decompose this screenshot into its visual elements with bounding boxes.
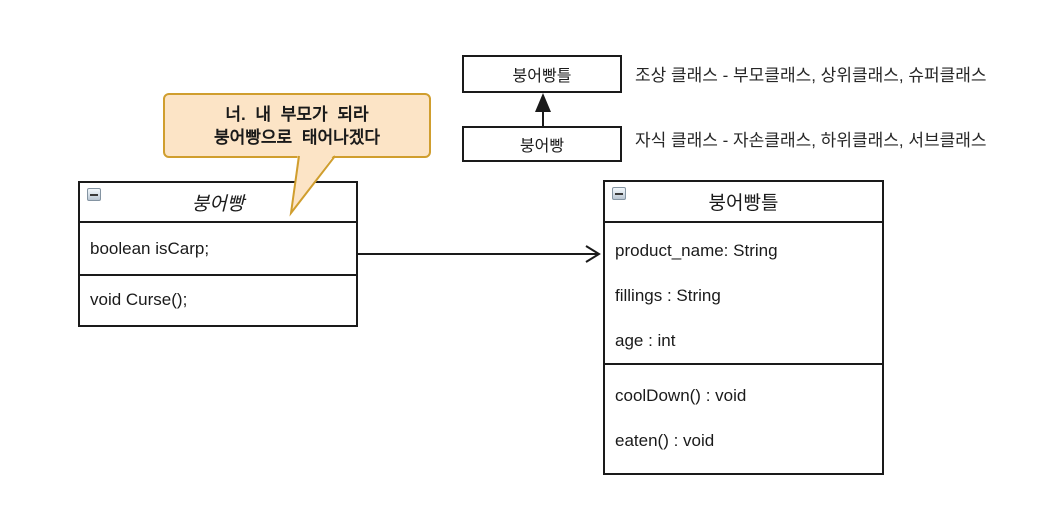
parent-class-title: 붕어빵틀	[708, 193, 779, 214]
child-class-methods: void Curse();	[80, 276, 356, 323]
ancestor-note: 조상 클래스 - 부모클래스, 상위클래스, 슈퍼클래스	[635, 66, 987, 85]
method-item: eaten() : void	[615, 431, 715, 450]
method-item: void Curse();	[90, 289, 188, 309]
collapse-icon[interactable]	[612, 187, 626, 200]
ancestor-mini-box-label: 붕어빵틀	[512, 68, 572, 85]
attribute-item: age : int	[615, 331, 676, 350]
collapse-icon[interactable]	[87, 188, 101, 201]
attribute-item: boolean isCarp;	[90, 238, 210, 258]
speech-bubble-line1: 너. 내 부모가 되라	[225, 104, 369, 124]
child-mini-box-label: 붕어빵	[519, 138, 565, 155]
speech-bubble-line2: 붕어빵으로 태어나겠다	[213, 127, 381, 147]
parent-class-attributes: product_name: String fillings : String a…	[605, 223, 882, 365]
attribute-item: product_name: String	[615, 241, 778, 260]
child-class-title-row: 붕어빵	[80, 183, 356, 223]
child-class-attributes: boolean isCarp;	[80, 223, 356, 276]
child-class-box: 붕어빵 boolean isCarp; void Curse();	[78, 181, 358, 327]
parent-class-methods: coolDown() : void eaten() : void	[605, 365, 882, 471]
ancestor-mini-box: 붕어빵틀	[462, 55, 622, 93]
minus-icon	[90, 193, 98, 196]
child-class-title: 붕어빵	[191, 193, 245, 215]
child-mini-box: 붕어빵	[462, 126, 622, 162]
speech-bubble: 너. 내 부모가 되라 붕어빵으로 태어나겠다	[163, 93, 431, 158]
minus-icon	[615, 192, 623, 195]
association-arrow	[358, 245, 601, 263]
inheritance-arrow	[535, 93, 551, 126]
parent-class-title-row: 붕어빵틀	[605, 182, 882, 223]
method-item: coolDown() : void	[615, 386, 747, 405]
attribute-item: fillings : String	[615, 286, 721, 305]
child-note: 자식 클래스 - 자손클래스, 하위클래스, 서브클래스	[635, 131, 987, 150]
parent-class-box: 붕어빵틀 product_name: String fillings : Str…	[603, 180, 884, 475]
